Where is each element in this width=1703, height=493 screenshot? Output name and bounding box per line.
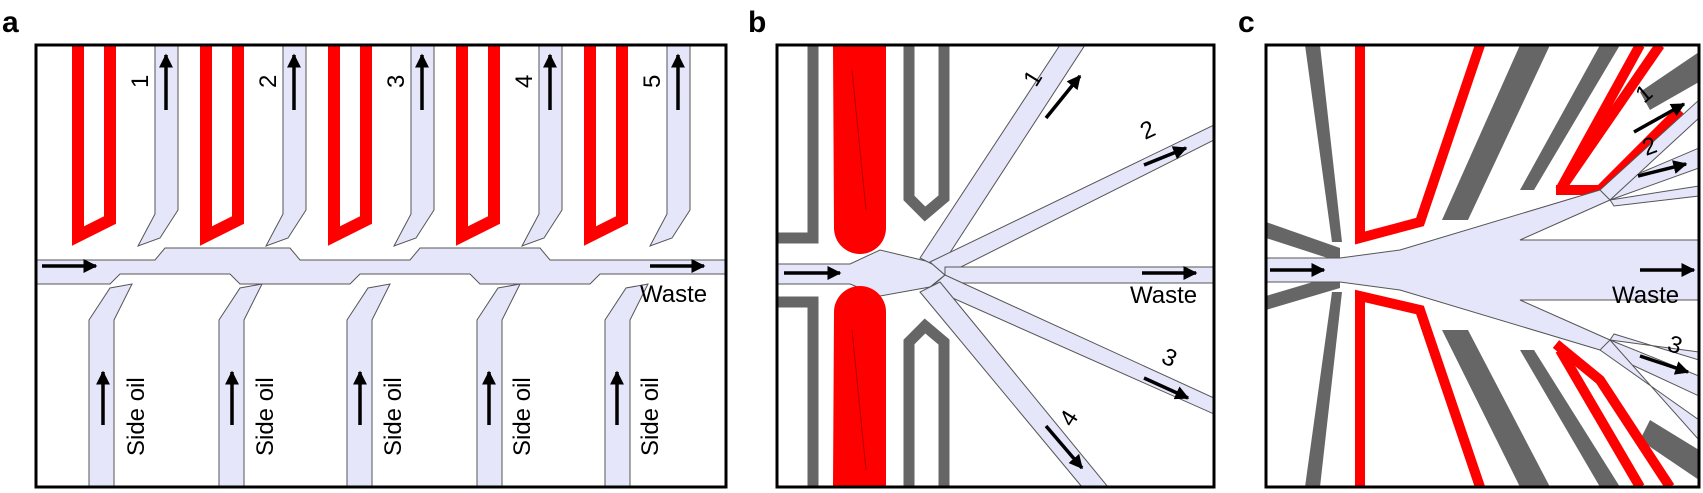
sorting-electrode — [328, 45, 372, 246]
outlet-channel — [919, 281, 1109, 487]
outlet-channel — [1609, 185, 1699, 207]
outlet-arrow — [1143, 376, 1190, 400]
outlet-label: 5 — [639, 75, 666, 88]
outlet-channel — [648, 45, 691, 247]
side-oil-label: Side oil — [252, 377, 279, 456]
main-channel — [36, 247, 726, 285]
side-oil-label: Side oil — [509, 377, 536, 456]
outlet-channel — [929, 124, 1214, 276]
ground-electrode — [1305, 45, 1342, 242]
outlet-channel — [929, 274, 1214, 415]
ground-electrode — [1640, 420, 1699, 480]
ground-electrode — [1520, 350, 1620, 487]
panel-frame — [775, 43, 1216, 489]
side-oil-channel — [476, 283, 521, 487]
ground-electrode — [1640, 52, 1699, 110]
panel-c-channel-network — [1266, 99, 1699, 441]
waste-label: Waste — [1612, 282, 1679, 309]
electrodes — [72, 45, 628, 246]
panel-b-channel-network — [777, 45, 1214, 487]
outlet-channel — [1599, 339, 1699, 441]
side-oil-label: Side oil — [380, 377, 407, 456]
ground-electrode — [777, 45, 819, 244]
panel-c-channels — [1266, 45, 1699, 487]
outlet-label: 4 — [511, 75, 538, 88]
panel-letter-a: a — [2, 6, 19, 39]
electrode-detail — [851, 69, 867, 211]
panel-c: c — [1238, 6, 1701, 489]
flow-arrows — [42, 53, 706, 425]
outlet-channel — [392, 45, 435, 247]
sorting-electrode — [1355, 289, 1485, 487]
outlet-channel — [944, 266, 1214, 284]
sorting-electrode — [1552, 340, 1675, 487]
top-outlets — [136, 45, 691, 247]
ground-electrode — [1520, 45, 1620, 190]
sorting-electrode — [584, 45, 628, 246]
side-oil-channel — [346, 283, 391, 487]
red-electrodes — [833, 45, 886, 487]
flow-arrows-b — [784, 74, 1198, 470]
ground-electrode — [1442, 45, 1550, 220]
side-oil-channel — [88, 283, 133, 487]
sorting-electrode — [1555, 45, 1665, 193]
panel-a: a — [2, 6, 728, 489]
electrode-detail — [851, 329, 867, 471]
outlet-label: 3 — [1664, 330, 1686, 360]
outlet-channel — [1609, 333, 1699, 361]
outlet-arrow — [1639, 354, 1690, 375]
sorting-electrode — [833, 286, 886, 487]
panel-letter-c: c — [1238, 6, 1255, 39]
panel-letter-b: b — [748, 6, 766, 39]
outlet-label: 3 — [1157, 343, 1181, 373]
outlet-arrow — [1633, 102, 1686, 134]
outlet-label: 2 — [1136, 115, 1160, 145]
ground-electrodes-c — [1266, 45, 1699, 487]
panel-b-channels — [777, 45, 1214, 487]
sorting-electrode — [456, 45, 500, 246]
ground-electrode — [903, 45, 950, 222]
sorting-electrode — [1355, 45, 1485, 245]
outlet-label: 1 — [127, 75, 154, 88]
outlet-arrow — [1637, 160, 1688, 178]
side-oil-label: Side oil — [123, 377, 150, 456]
outlet-channel — [136, 45, 179, 247]
outlet-channel — [520, 45, 563, 247]
ground-electrode — [1266, 274, 1340, 310]
ground-electrodes — [777, 45, 950, 487]
outlet-arrow — [1044, 74, 1082, 120]
outlet-arrow — [1143, 146, 1188, 167]
outlet-arrow — [1044, 424, 1084, 470]
side-oil-channel — [218, 283, 263, 487]
flow-arrows-c — [1270, 102, 1696, 375]
sorting-electrode — [1555, 347, 1645, 487]
panel-b-labels: 1 2 3 4 Waste — [1018, 66, 1197, 432]
outlet-label: 3 — [383, 75, 410, 88]
ground-electrode — [1305, 292, 1342, 487]
waste-label: Waste — [1130, 282, 1197, 309]
sorting-electrode — [72, 45, 116, 246]
side-oil-inlets — [88, 283, 649, 487]
panel-frame — [34, 43, 728, 489]
side-oil-channel — [604, 283, 649, 487]
outlet-label: 2 — [255, 75, 282, 88]
panel-b: b — [748, 6, 1216, 489]
ground-electrode — [1442, 330, 1550, 487]
side-oil-labels: Side oil Side oil Side oil Side oil Side… — [123, 377, 664, 456]
side-oil-label: Side oil — [637, 377, 664, 456]
outlet-channel — [264, 45, 307, 247]
ground-electrode — [777, 296, 819, 487]
panel-a-channels — [36, 45, 726, 487]
ground-electrode — [1266, 222, 1340, 262]
panel-frame — [1264, 43, 1701, 489]
outlet-labels: 1 2 3 4 5 — [127, 75, 666, 88]
waste-label: Waste — [640, 281, 707, 308]
outlet-channel — [1599, 99, 1699, 201]
ground-electrode — [903, 318, 950, 487]
sorting-electrode — [200, 45, 244, 246]
